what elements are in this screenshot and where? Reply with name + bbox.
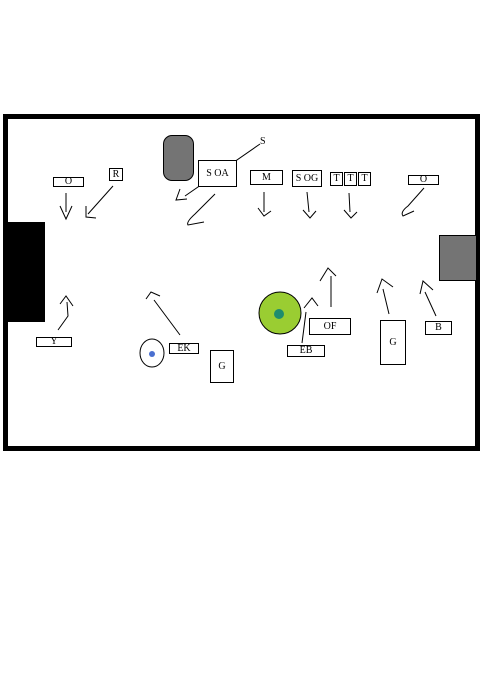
arrow-b	[419, 280, 437, 317]
room-frame	[3, 114, 480, 451]
arrow-eb	[301, 297, 319, 344]
label-o-left: O	[53, 177, 84, 187]
arrow-of	[319, 267, 337, 307]
label-ek: EK	[169, 343, 199, 354]
label-of: OF	[309, 318, 351, 335]
black-block-left	[6, 222, 45, 322]
label-t1: T	[330, 172, 343, 186]
arrow-ek	[145, 291, 181, 336]
gray-block-right	[439, 235, 477, 281]
arrow-o-right	[401, 187, 425, 217]
label-sog: S OG	[292, 170, 322, 187]
label-eb: EB	[287, 345, 325, 357]
green-circle-center	[274, 309, 284, 319]
arrow-sog	[302, 191, 317, 219]
label-t3: T	[358, 172, 371, 186]
label-r: R	[109, 168, 123, 181]
label-g-mid: G	[210, 350, 234, 383]
arrow-y	[57, 295, 74, 331]
arrow-m	[257, 192, 272, 217]
small-circle-dot	[149, 351, 155, 357]
label-t2: T	[344, 172, 357, 186]
gray-rounded-block	[163, 135, 194, 181]
arrow-o-left	[59, 193, 73, 221]
label-g-right: G	[380, 320, 406, 365]
label-b: B	[425, 321, 452, 335]
label-m: M	[250, 170, 283, 185]
label-s: S	[260, 136, 266, 147]
label-o-right: O	[408, 175, 439, 185]
arrow-r	[85, 185, 114, 219]
arrow-g-right	[376, 278, 394, 315]
arrow-t	[343, 192, 358, 219]
label-y: Y	[36, 337, 72, 347]
arrow-soa	[187, 193, 216, 226]
label-soa: S OA	[198, 160, 237, 187]
